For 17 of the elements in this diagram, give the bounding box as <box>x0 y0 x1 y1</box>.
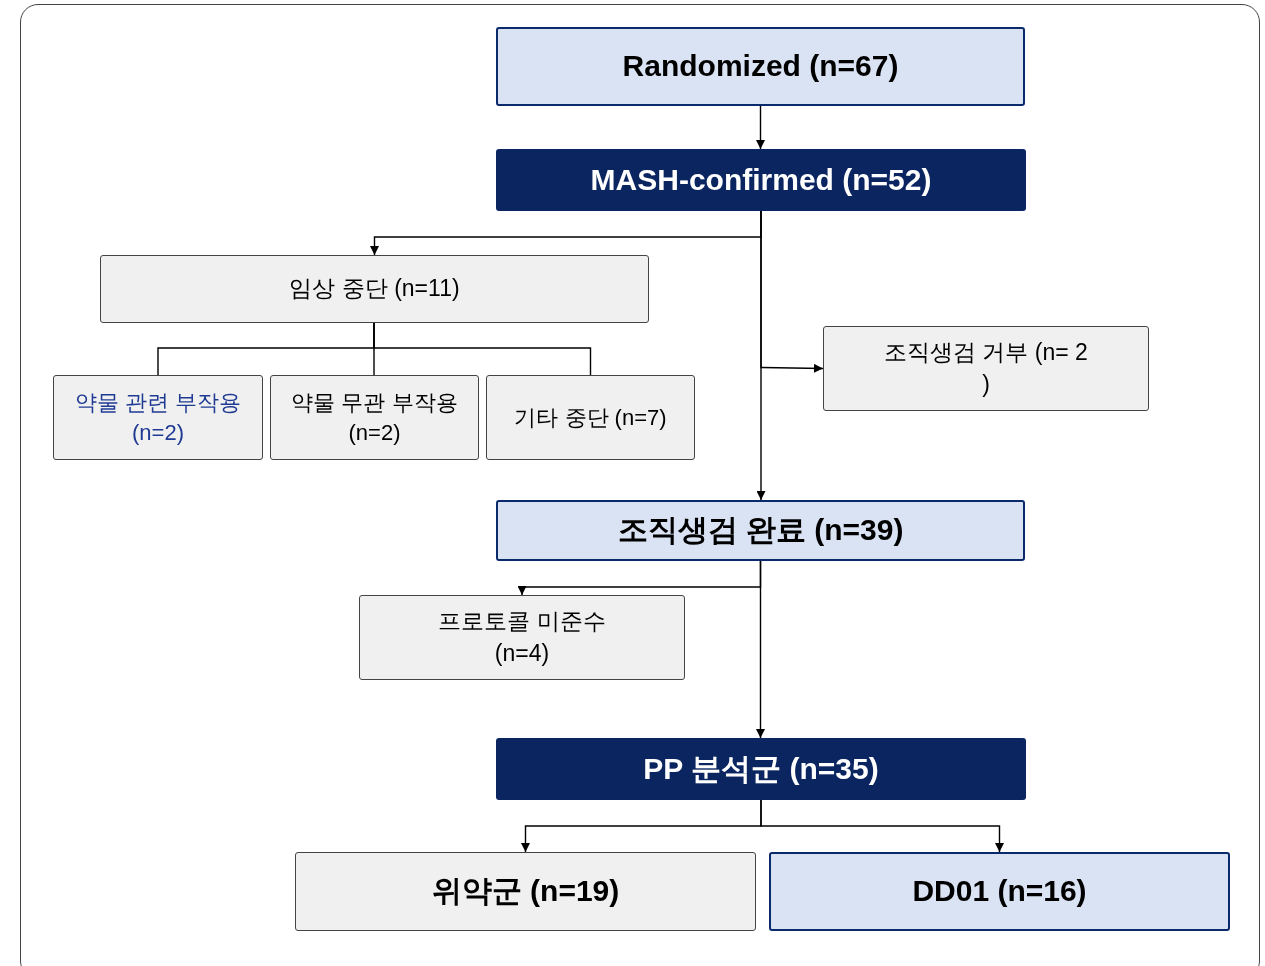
process-box: 조직생검 완료 (n=39) <box>496 500 1025 561</box>
exclusion-box: 위약군 (n=19) <box>295 852 756 931</box>
process-box: MASH-confirmed (n=52) <box>496 149 1026 211</box>
process-box: Randomized (n=67) <box>496 27 1025 106</box>
exclusion-box: 조직생검 거부 (n= 2 ) <box>823 326 1149 411</box>
connector-line <box>373 322 592 376</box>
exclusion-box: 임상 중단 (n=11) <box>100 255 649 323</box>
exclusion-box: 기타 중단 (n=7) <box>486 375 695 460</box>
arrow <box>756 105 765 150</box>
process-box: PP 분석군 (n=35) <box>496 738 1026 800</box>
arrow <box>760 799 1004 853</box>
exclusion-box: 약물 무관 부작용 (n=2) <box>270 375 479 460</box>
process-box: DD01 (n=16) <box>769 852 1230 931</box>
exclusion-box: 프로토콜 미준수 (n=4) <box>359 595 685 680</box>
arrow <box>756 560 765 739</box>
exclusion-box: 약물 관련 부작용 (n=2) <box>53 375 263 460</box>
arrow <box>756 210 766 501</box>
